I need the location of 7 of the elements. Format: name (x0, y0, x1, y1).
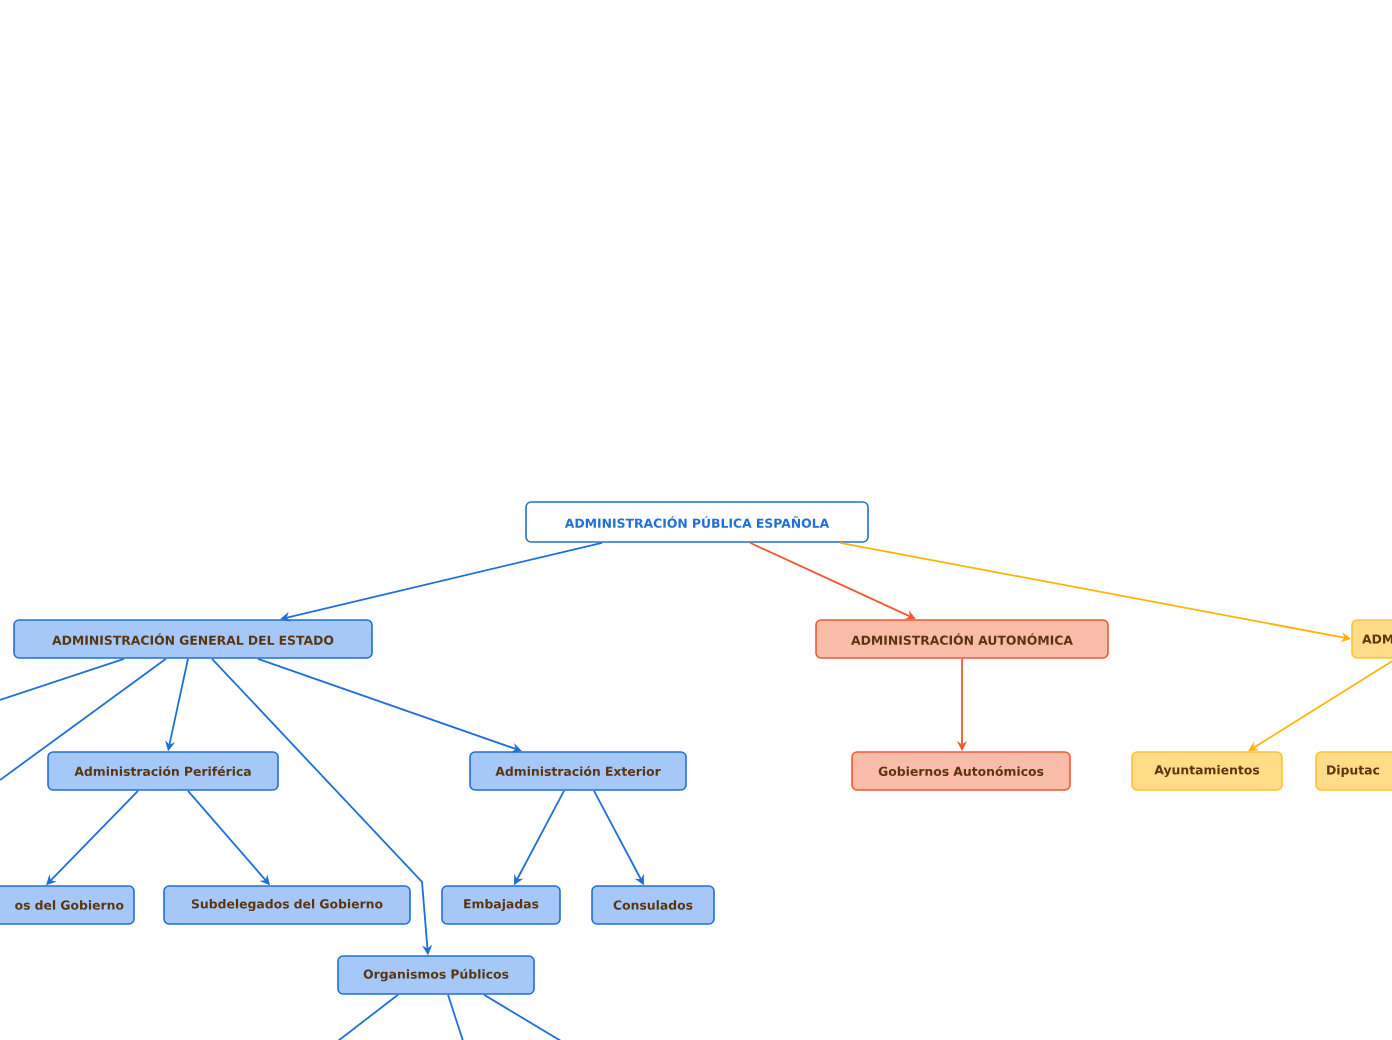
arrow (1248, 657, 1392, 752)
connector-line (333, 993, 399, 1040)
arrow (749, 541, 916, 620)
connector-line (0, 657, 167, 781)
connector-line (447, 993, 465, 1040)
connector-line (0, 657, 125, 701)
arrow (257, 657, 522, 753)
